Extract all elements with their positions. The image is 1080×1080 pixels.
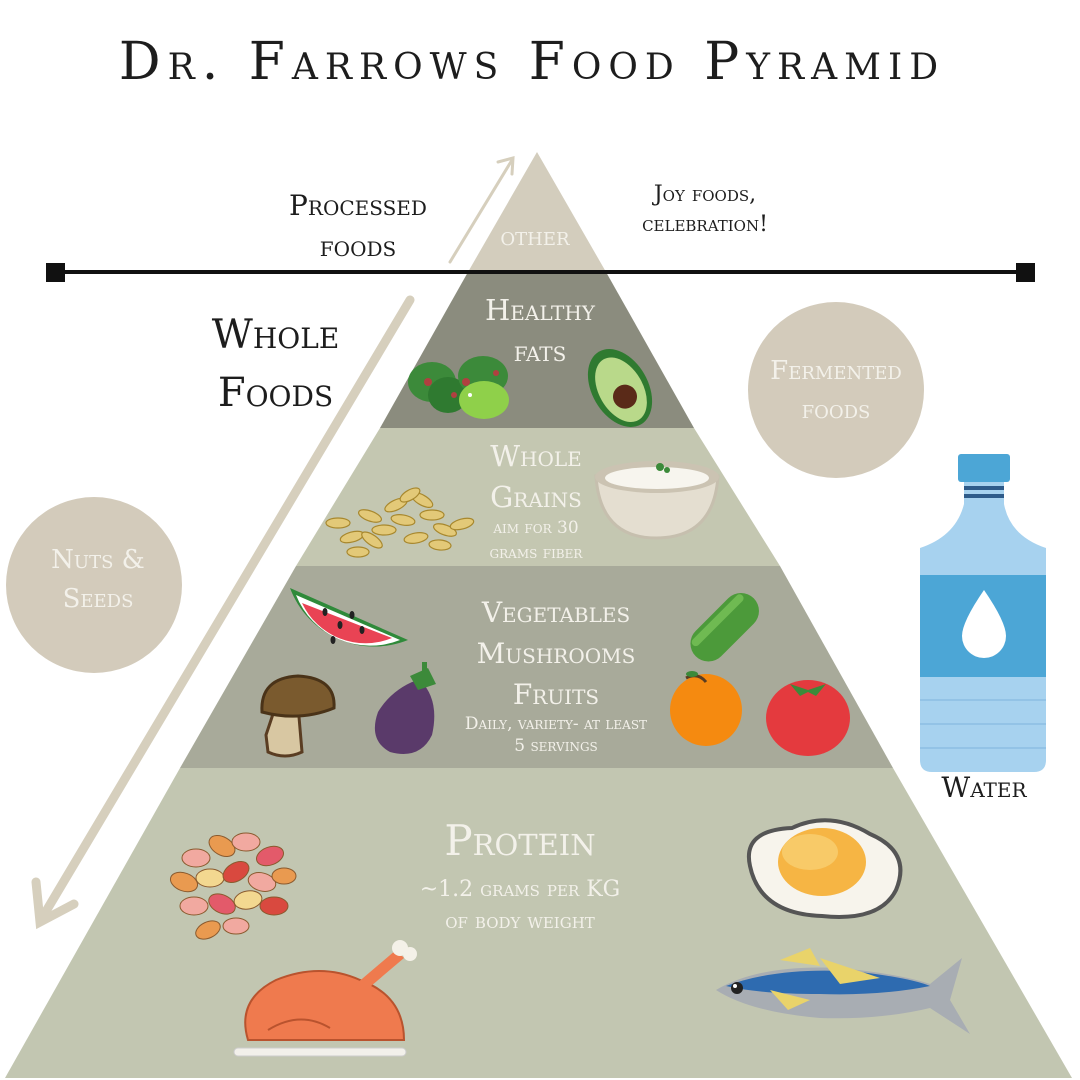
tier-fats-line-1: Healthy bbox=[485, 293, 595, 327]
tier-fats-line-2: fats bbox=[513, 333, 567, 368]
nuts-seeds-circle bbox=[6, 497, 182, 673]
tier-other bbox=[468, 152, 606, 272]
fermented-foods-label: Fermented foods bbox=[748, 352, 924, 430]
divider-endcap-right bbox=[1016, 263, 1035, 282]
avocado-icon bbox=[587, 349, 653, 427]
tier-protein-note-line-2: of body weight bbox=[445, 908, 595, 934]
tier-other-label: other bbox=[500, 222, 570, 252]
tier-veg-label: Vegetables Mushrooms Fruits bbox=[436, 593, 676, 716]
rice-bowl-icon bbox=[594, 461, 720, 540]
egg-icon bbox=[746, 818, 903, 919]
nuts-seeds-label: Nuts & Seeds bbox=[10, 541, 186, 619]
fermented-foods-circle bbox=[748, 302, 924, 478]
fermented-foods-line-1: Fermented bbox=[770, 356, 902, 386]
nuts-seeds-line-2: Seeds bbox=[62, 584, 134, 614]
fish-icon bbox=[716, 948, 970, 1034]
processed-arrow bbox=[448, 156, 515, 264]
divider-bar bbox=[46, 263, 1035, 282]
tier-grains-label: Whole Grains bbox=[446, 436, 626, 517]
tier-veg-note: Daily, variety- at least 5 servings bbox=[436, 713, 676, 757]
whole-foods-label: Whole Foods bbox=[178, 306, 373, 422]
eggplant-icon bbox=[374, 662, 436, 754]
chicken-icon bbox=[233, 940, 417, 1057]
tier-veg-note-line-2: 5 servings bbox=[514, 736, 598, 757]
joy-foods-line-1: Joy foods, bbox=[653, 182, 757, 207]
tier-protein-note-line-1: ~1.2 grams per KG bbox=[419, 877, 621, 902]
tier-veg-line-2: Mushrooms bbox=[476, 636, 636, 670]
tier-fats-label: Healthy fats bbox=[440, 290, 640, 371]
fermented-foods-line-2: foods bbox=[801, 395, 871, 425]
tier-grains-note-line-2: grams fiber bbox=[489, 542, 583, 563]
tier-protein-note: ~1.2 grams per KG of body weight bbox=[400, 874, 640, 938]
tier-grains-line-1: Whole bbox=[490, 439, 582, 473]
joy-foods-line-2: celebration! bbox=[642, 211, 768, 237]
processed-foods-line-1: Processed bbox=[289, 189, 427, 222]
tier-grains-note-line-1: aim for 30 bbox=[493, 518, 579, 538]
tier-veg-note-line-1: Daily, variety- at least bbox=[464, 714, 648, 734]
page-title: Dr. Farrows Food Pyramid bbox=[118, 32, 946, 92]
water-label: Water bbox=[941, 771, 1027, 804]
joy-foods-label: Joy foods, celebration! bbox=[600, 180, 810, 239]
tier-grains-note: aim for 30 grams fiber bbox=[456, 516, 616, 565]
mushroom-icon bbox=[260, 674, 336, 758]
tier-veg-line-3: Fruits bbox=[512, 677, 600, 711]
orange-icon bbox=[670, 671, 742, 746]
seeds-icon bbox=[325, 487, 475, 558]
tier-protein-label: Protein bbox=[444, 816, 596, 865]
tier-grains-line-2: Grains bbox=[490, 479, 582, 514]
water-drop-icon bbox=[962, 590, 1006, 658]
watermelon-icon bbox=[290, 588, 408, 647]
whole-foods-line-1: Whole bbox=[211, 312, 340, 358]
processed-foods-line-2: foods bbox=[319, 229, 397, 263]
beans-icon bbox=[169, 832, 297, 940]
tier-veg-line-1: Vegetables bbox=[481, 596, 631, 629]
divider-endcap-left bbox=[46, 263, 65, 282]
nuts-seeds-line-1: Nuts & bbox=[51, 545, 145, 575]
whole-foods-arrow bbox=[31, 295, 415, 930]
whole-foods-line-2: Foods bbox=[217, 370, 334, 416]
processed-foods-label: Processed foods bbox=[258, 186, 458, 267]
tomato-icon bbox=[766, 680, 850, 756]
water-bottle-icon bbox=[920, 454, 1046, 772]
olives-icon bbox=[408, 356, 509, 419]
cucumber-icon bbox=[690, 593, 759, 662]
